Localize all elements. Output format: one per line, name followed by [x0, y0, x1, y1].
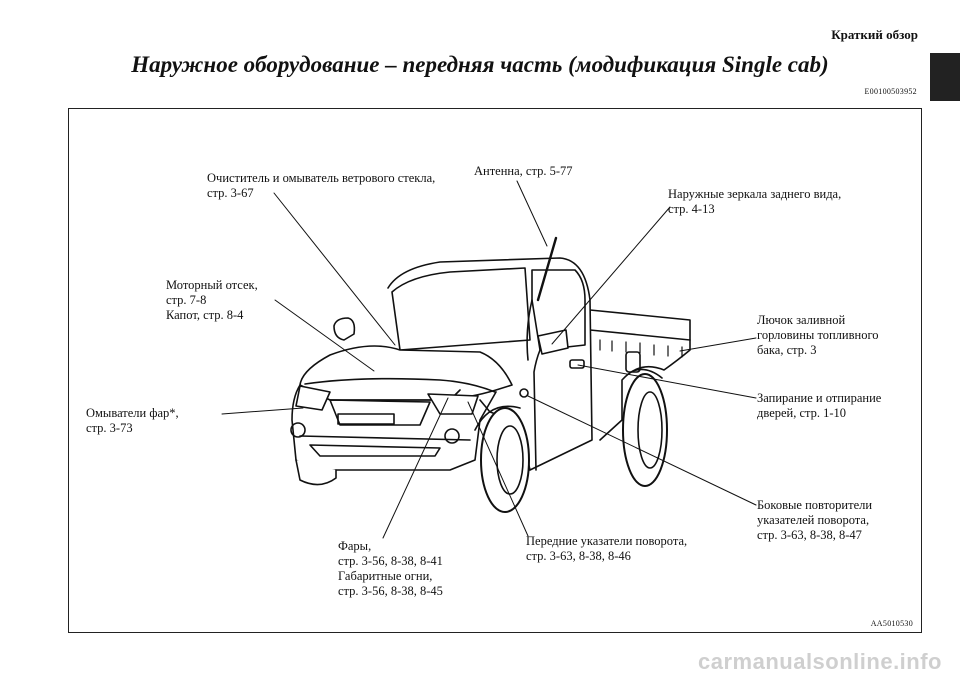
callout-wiper: Очиститель и омыватель ветрового стекла,… [207, 171, 436, 200]
front-wheels [295, 405, 530, 513]
figure-code: AA5010530 [870, 619, 913, 628]
antenna [536, 236, 558, 302]
rear-wheel [617, 368, 668, 487]
callout-side-repeaters: Боковые повторители указателей поворота,… [757, 498, 873, 542]
side-mirror-right [537, 329, 569, 355]
callout-headlights: Фары, стр. 3-56, 8-38, 8-41 Габаритные о… [338, 539, 443, 598]
headlight-left [295, 385, 331, 411]
callout-front-turn: Передние указатели поворота, стр. 3-63, … [526, 534, 688, 563]
callout-antenna: Антенна, стр. 5-77 [474, 164, 573, 178]
doc-code: E00100503952 [864, 87, 917, 96]
side-mirror-left [333, 317, 356, 341]
headlight-right [427, 393, 479, 415]
section-tab [930, 53, 960, 101]
figure-frame: AA5010530 [68, 108, 922, 633]
truck-front [290, 345, 513, 471]
fuel-door [625, 351, 641, 373]
callout-headwasher: Омыватели фар*, стр. 3-73 [86, 406, 179, 435]
grille [329, 399, 431, 426]
callout-engine: Моторный отсек, стр. 7-8 Капот, стр. 8-4 [166, 278, 258, 322]
callout-lock: Запирание и отпирание дверей, стр. 1-10 [757, 391, 882, 420]
leader-lines [221, 180, 757, 539]
watermark: carmanualsonline.info [698, 649, 942, 674]
callout-mirrors: Наружные зеркала заднего вида, стр. 4-13 [668, 187, 842, 216]
callout-fuel: Лючок заливной горловины топливного бака… [757, 313, 879, 357]
page-title: Наружное оборудование – передняя часть (… [131, 52, 829, 77]
section-header: Краткий обзор [831, 27, 918, 42]
